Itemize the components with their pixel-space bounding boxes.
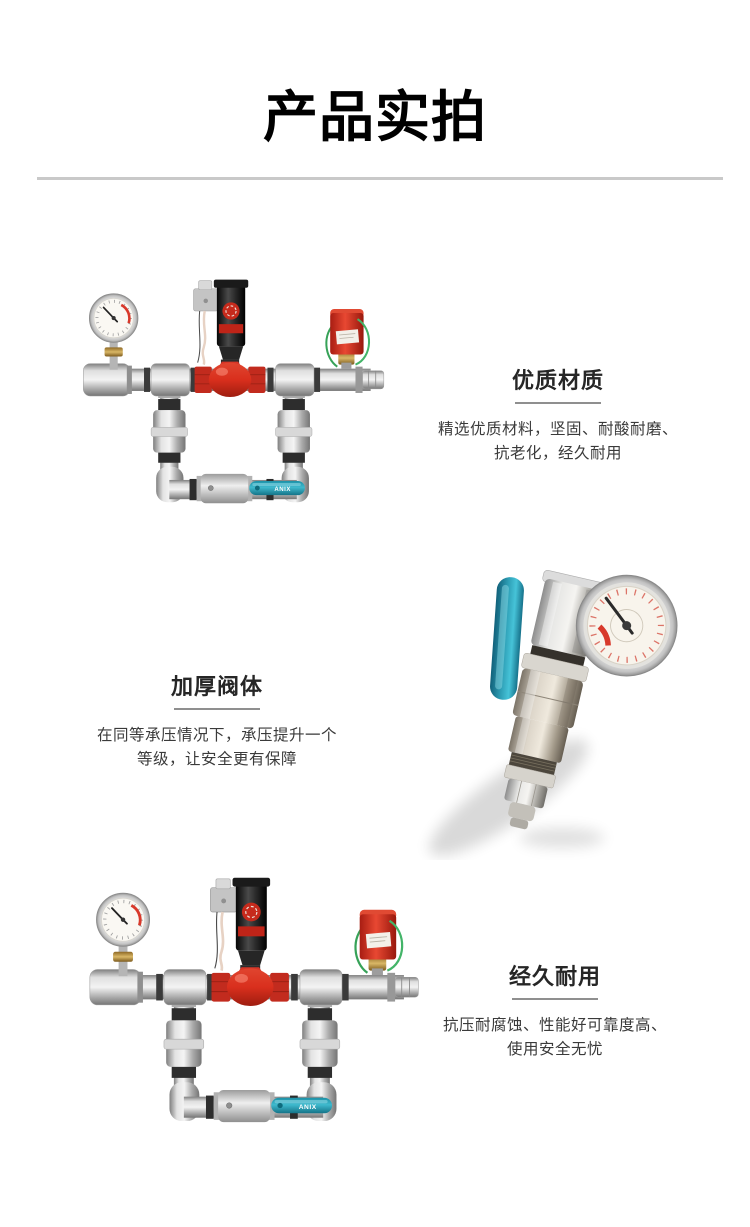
feature-section-thick-valve-body: 加厚阀体 在同等承压情况下，承压提升一个 等级，让安全更有保障 bbox=[68, 674, 366, 772]
product-photo-valve-closeup bbox=[413, 548, 705, 860]
feature-body-line: 抗压耐腐蚀、性能好可靠度高、 bbox=[442, 1017, 667, 1035]
feature-body-line: 等级，让安全更有保障 bbox=[136, 751, 297, 769]
feature-body: 精选优质材料，坚固、耐酸耐磨、 抗老化，经久耐用 bbox=[413, 418, 703, 466]
product-photo-manifold bbox=[56, 264, 400, 530]
feature-body-line: 使用安全无忧 bbox=[506, 1041, 603, 1059]
heading-underline bbox=[174, 708, 260, 711]
feature-body-line: 精选优质材料，坚固、耐酸耐磨、 bbox=[437, 421, 678, 439]
feature-heading: 加厚阀体 bbox=[170, 674, 263, 699]
feature-heading: 经久耐用 bbox=[508, 964, 601, 989]
heading-underline bbox=[515, 402, 601, 405]
heading-underline bbox=[512, 998, 598, 1001]
feature-section-quality-material: 优质材质 精选优质材料，坚固、耐酸耐磨、 抗老化，经久耐用 bbox=[413, 368, 703, 466]
page-title: 产品实拍 bbox=[262, 86, 487, 148]
feature-body-line: 抗老化，经久耐用 bbox=[493, 445, 622, 463]
feature-section-durable: 经久耐用 抗压耐腐蚀、性能好可靠度高、 使用安全无忧 bbox=[410, 964, 700, 1062]
feature-heading: 优质材质 bbox=[511, 368, 604, 393]
feature-body-line: 在同等承压情况下，承压提升一个 bbox=[96, 727, 337, 745]
feature-body: 在同等承压情况下，承压提升一个 等级，让安全更有保障 bbox=[68, 724, 366, 772]
title-divider bbox=[37, 177, 723, 180]
feature-body: 抗压耐腐蚀、性能好可靠度高、 使用安全无忧 bbox=[410, 1014, 700, 1062]
product-photo-manifold bbox=[60, 860, 436, 1152]
